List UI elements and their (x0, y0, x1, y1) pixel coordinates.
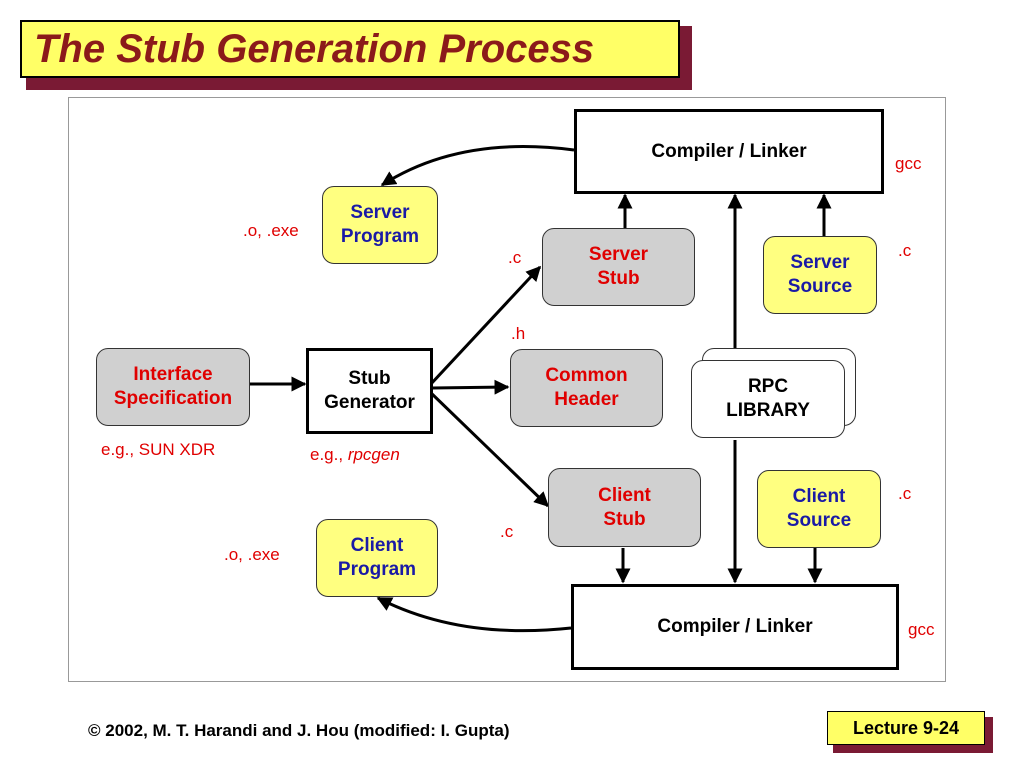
interface-example-label: e.g., SUN XDR (101, 440, 216, 459)
rpc-library-box: RPC LIBRARY (691, 360, 845, 438)
compiler-linker-top: Compiler / Linker (574, 109, 884, 194)
client-stub-box: Client Stub (548, 468, 701, 547)
gcc-bottom-label: gcc (908, 620, 935, 639)
stub-generator-box: Stub Generator (306, 348, 433, 434)
compiler-linker-bottom: Compiler / Linker (571, 584, 899, 670)
generator-example-prefix: e.g., (310, 445, 348, 464)
server-stub-ext-label: .c (508, 248, 522, 267)
client-program-ext-label: .o, .exe (224, 545, 280, 564)
gcc-top-label: gcc (895, 154, 922, 173)
arrow-generator-to-client-stub (428, 390, 550, 508)
page-title: The Stub Generation Process (20, 20, 680, 78)
header-ext-label: .h (511, 324, 526, 343)
client-program-box: Client Program (316, 519, 438, 597)
generator-example-tool: rpcgen (347, 445, 400, 464)
copyright-footer: © 2002, M. T. Harandi and J. Hou (modifi… (88, 721, 510, 740)
generator-example-label: e.g., rpcgen (310, 445, 400, 465)
server-program-ext-label: .o, .exe (243, 221, 299, 240)
arrow-compiler-to-server-program (380, 145, 575, 187)
interface-specification-box: Interface Specification (96, 348, 250, 426)
client-source-ext-label: .c (898, 484, 912, 503)
arrow-generator-to-header (431, 379, 510, 395)
server-stub-box: Server Stub (542, 228, 695, 306)
server-source-box: Server Source (763, 236, 877, 314)
arrow-compiler-to-client-program (376, 596, 572, 633)
client-stub-ext-label: .c (500, 522, 514, 541)
common-header-box: Common Header (510, 349, 663, 427)
client-source-box: Client Source (757, 470, 881, 548)
arrow-generator-to-server-stub (428, 265, 542, 387)
server-source-ext-label: .c (898, 241, 912, 260)
lecture-badge: Lecture 9-24 (827, 711, 985, 745)
server-program-box: Server Program (322, 186, 438, 264)
